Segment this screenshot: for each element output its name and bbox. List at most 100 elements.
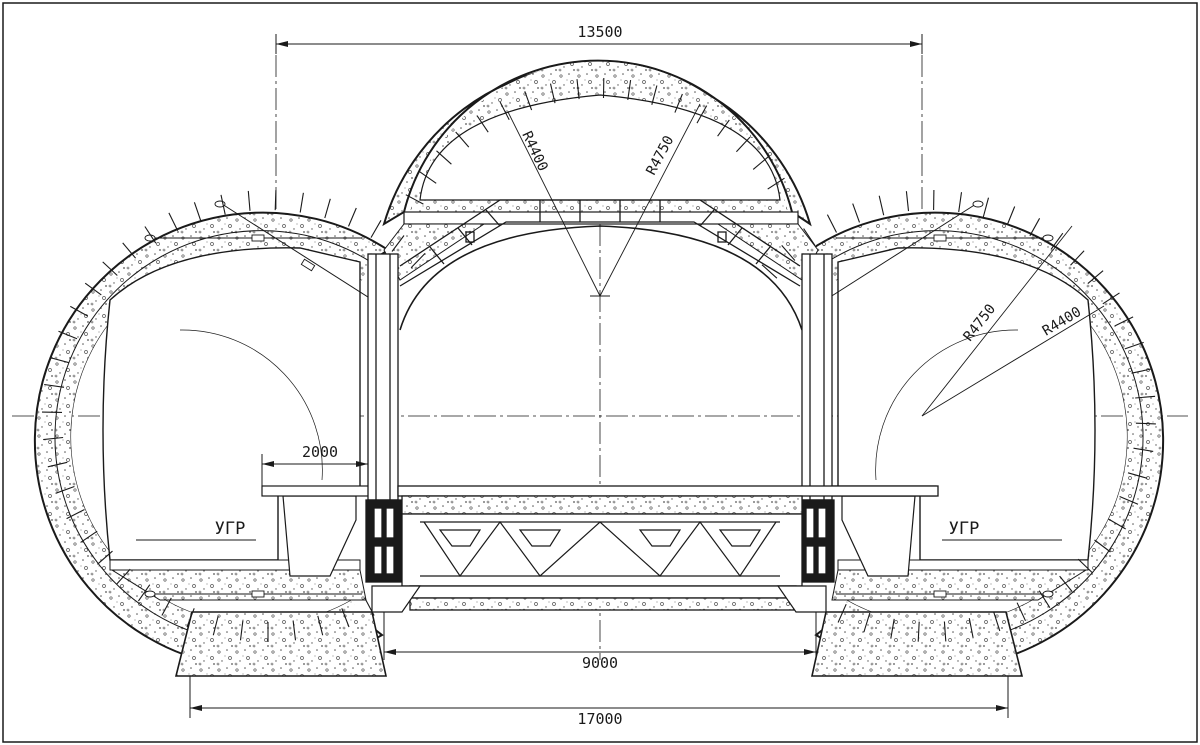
- lining-segment-tick: [968, 618, 974, 638]
- lining-segment-tick: [781, 245, 796, 261]
- lining-segment-tick: [1108, 518, 1126, 530]
- central-deck: [397, 485, 939, 611]
- lining-segment-tick: [905, 191, 910, 212]
- dim-inner-span: 9000: [582, 654, 618, 672]
- lining-segment-tick: [44, 383, 65, 388]
- radius-lines: [507, 103, 1105, 417]
- lining-segment-tick: [274, 190, 277, 211]
- lining-segment-tick: [299, 192, 304, 213]
- lining-segment-tick: [102, 261, 118, 276]
- lining-segment-tick: [1131, 368, 1152, 374]
- lining-segment-tick: [419, 171, 437, 184]
- lining-segment-tick: [1102, 292, 1120, 305]
- lining-segment-tick: [370, 220, 382, 238]
- lining-segment-tick: [410, 253, 426, 269]
- lining-segment-tick: [317, 615, 324, 636]
- lining-segment-tick: [1094, 539, 1111, 553]
- lining-segment-tick: [1038, 590, 1051, 608]
- central-vault: [382, 59, 819, 331]
- lining-segment-tick: [47, 461, 68, 468]
- lining-segment-tick: [1119, 495, 1139, 505]
- lining-segment-tick: [186, 608, 195, 628]
- lining-segment-tick: [1124, 341, 1144, 350]
- lining-segment-tick: [1077, 558, 1093, 574]
- lining-segment-tick: [826, 214, 837, 233]
- lining-segment-tick: [717, 119, 730, 137]
- dim-top-span: 13500: [577, 23, 622, 41]
- lining-segment-tick: [852, 203, 861, 223]
- lining-segment-tick: [55, 485, 75, 494]
- lining-segment-tick: [324, 198, 331, 219]
- lining-segment-tick: [1135, 422, 1156, 425]
- lining-segment-tick: [66, 509, 85, 520]
- lining-segment-tick: [193, 202, 202, 222]
- lining-segment-tick: [391, 235, 405, 252]
- lining-segment-tick: [137, 584, 151, 602]
- right-column: [797, 253, 835, 583]
- upper-truss: [399, 199, 801, 287]
- lining-segment-tick: [576, 79, 580, 100]
- lining-segment-tick: [752, 156, 769, 170]
- left-column: [365, 253, 403, 583]
- lining-segment-tick: [341, 608, 350, 628]
- lining-segment-tick: [674, 93, 683, 113]
- lining-segment-tick: [364, 597, 375, 616]
- right-tunnel: [808, 200, 1165, 677]
- dim-overall-width: 17000: [577, 710, 622, 728]
- lining-segment-tick: [761, 264, 778, 279]
- lining-segment-tick: [49, 356, 70, 364]
- lining-segment-tick: [917, 621, 920, 642]
- lining-segment-tick: [405, 194, 424, 205]
- lining-segment-tick: [43, 436, 64, 441]
- dim-platform-offset: 2000: [302, 443, 338, 461]
- lining-segment-tick: [803, 228, 816, 246]
- lining-segment-tick: [735, 136, 751, 153]
- left-tunnel-cavity: [102, 247, 361, 561]
- lining-segment-tick: [1127, 472, 1148, 479]
- lining-segment-tick: [84, 282, 102, 296]
- lining-segment-tick: [767, 177, 785, 190]
- lining-segment-tick: [1059, 575, 1073, 592]
- lining-segment-tick: [837, 603, 847, 623]
- lower-truss: [420, 520, 780, 578]
- central-arch: [399, 225, 803, 331]
- lining-segment-tick: [144, 226, 157, 244]
- lining-segment-tick: [292, 620, 297, 641]
- lining-segment-tick: [212, 615, 219, 636]
- lining-segment-tick: [58, 330, 78, 340]
- lining-segment-tick: [1050, 232, 1064, 250]
- lining-segment-tick: [890, 618, 895, 639]
- central-lining-ticks: [405, 77, 785, 205]
- lining-segment-tick: [97, 550, 113, 565]
- right-lining-ticks: [761, 189, 1156, 642]
- left-lining-ticks: [41, 190, 426, 642]
- lining-segment-tick: [1029, 218, 1041, 237]
- left-foundation: [174, 611, 387, 677]
- lining-segment-tick: [476, 115, 489, 133]
- lining-segment-tick: [524, 91, 533, 111]
- base-connectors: [371, 585, 827, 613]
- lining-segment-tick: [943, 621, 947, 642]
- lining-segment-tick: [878, 195, 885, 216]
- lining-segment-tick: [549, 83, 556, 104]
- label-right-level: УГР: [949, 519, 980, 539]
- lining-segment-tick: [1016, 602, 1026, 622]
- label-left-level: УГР: [215, 519, 246, 539]
- lining-segment-tick: [627, 80, 632, 100]
- lining-segment-tick: [161, 597, 172, 616]
- lining-segment-tick: [239, 620, 244, 641]
- lining-segment-tick: [982, 197, 990, 218]
- lining-segment-tick: [1006, 206, 1016, 226]
- lining-segment-tick: [696, 105, 708, 124]
- lining-segment-tick: [1133, 447, 1154, 452]
- lining-segment-tick: [436, 150, 452, 165]
- lining-segment-tick: [1070, 250, 1085, 266]
- lining-segment-tick: [347, 207, 357, 227]
- lining-segment-tick: [168, 212, 179, 232]
- lining-segment-tick: [122, 242, 137, 259]
- lining-segment-tick: [70, 305, 89, 317]
- lining-segment-tick: [993, 611, 1001, 632]
- left-tunnel: [33, 200, 390, 677]
